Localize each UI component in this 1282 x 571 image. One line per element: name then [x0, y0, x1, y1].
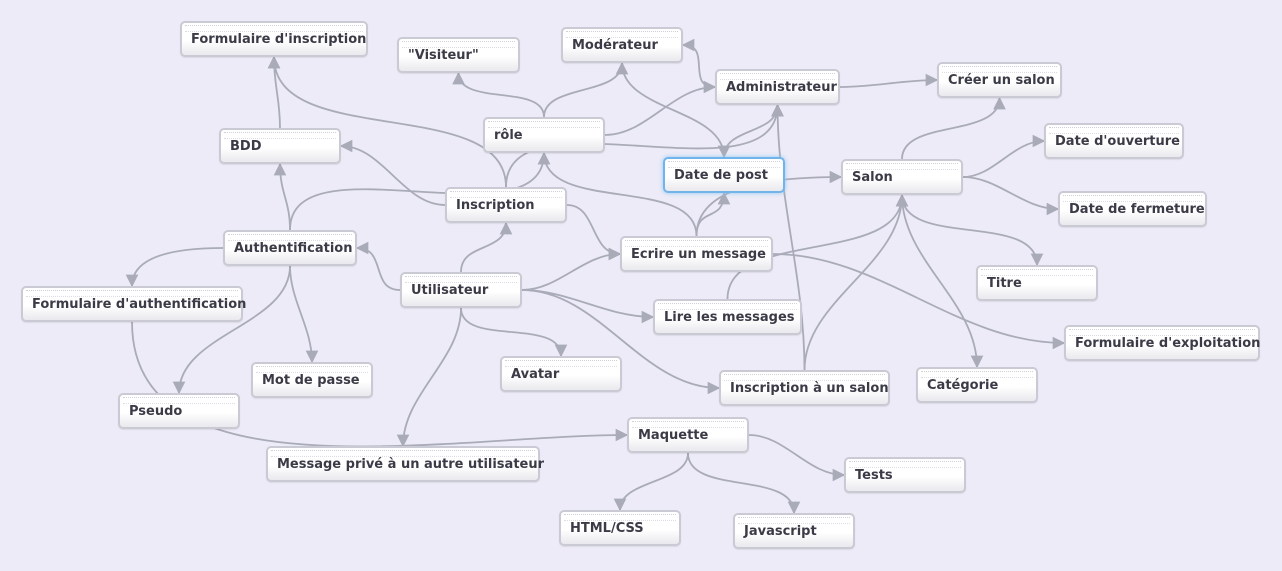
node-label: Javascript — [744, 523, 817, 539]
node-form-inscription[interactable]: Formulaire d'inscription — [180, 21, 368, 57]
node-date-ouverture[interactable]: Date d'ouverture — [1044, 123, 1184, 159]
node-titre[interactable]: Titre — [976, 265, 1098, 301]
node-label: Inscription à un salon — [730, 380, 889, 396]
node-label: Créer un salon — [948, 72, 1055, 88]
node-label: Lire les messages — [664, 309, 795, 325]
edge-salon-to-date-ouverture — [962, 134, 1046, 178]
edge-salon-to-creer-salon — [901, 96, 1006, 160]
edge-inscription-salon-to-administrateur — [771, 103, 806, 371]
edge-role-to-visiteur — [452, 71, 545, 118]
node-label: Utilisateur — [411, 282, 489, 298]
node-tests[interactable]: Tests — [844, 457, 966, 493]
node-categorie[interactable]: Catégorie — [916, 367, 1038, 403]
node-lire-messages[interactable]: Lire les messages — [653, 299, 802, 335]
node-utilisateur[interactable]: Utilisateur — [400, 272, 522, 308]
node-label: HTML/CSS — [570, 520, 644, 536]
edge-moderateur-to-date-post — [621, 62, 731, 159]
node-label: Formulaire d'exploitation — [1075, 335, 1261, 351]
node-role[interactable]: rôle — [483, 117, 605, 153]
node-label: Tests — [855, 467, 893, 483]
node-label: Administrateur — [726, 79, 837, 95]
node-label: Titre — [987, 275, 1022, 291]
node-label: Date de post — [674, 167, 768, 183]
edge-date-post-to-administrateur — [723, 103, 784, 158]
edge-inscription-to-ecrire-message — [566, 204, 622, 261]
node-label: Authentification — [234, 240, 353, 256]
edge-inscription-to-form-inscription — [267, 55, 507, 188]
node-salon[interactable]: Salon — [841, 159, 963, 195]
edge-ecrire-message-to-role — [537, 151, 698, 237]
node-bdd[interactable]: BDD — [219, 128, 341, 164]
node-label: Formulaire d'inscription — [191, 31, 367, 47]
node-javascript[interactable]: Javascript — [733, 513, 855, 549]
edge-ecrire-message-to-form-exploitation — [772, 253, 1066, 350]
node-label: "Visiteur" — [408, 47, 479, 63]
edge-maquette-to-tests — [748, 434, 846, 482]
node-inscription-salon[interactable]: Inscription à un salon — [719, 370, 890, 406]
edge-inscription-salon-to-salon — [803, 193, 909, 371]
edge-authentification-to-pseudo — [172, 265, 291, 395]
edge-utilisateur-to-inscription-salon — [521, 289, 721, 395]
edge-salon-to-date-fermeture — [962, 176, 1060, 216]
edge-authentification-to-form-authentification — [125, 247, 224, 288]
node-form-authentification[interactable]: Formulaire d'authentification — [21, 286, 247, 322]
edge-utilisateur-to-message-prive — [396, 307, 462, 448]
node-visiteur[interactable]: "Visiteur" — [397, 37, 520, 73]
edge-authentification-to-role — [289, 151, 551, 231]
edge-utilisateur-to-authentification — [355, 241, 401, 291]
edge-role-to-moderateur — [543, 61, 629, 118]
edge-salon-to-titre — [901, 194, 1044, 267]
node-label: Date d'ouverture — [1055, 133, 1180, 149]
node-label: Maquette — [638, 427, 709, 443]
node-label: BDD — [230, 138, 262, 154]
node-inscription[interactable]: Inscription — [445, 187, 567, 223]
edge-utilisateur-to-inscription — [460, 221, 513, 273]
node-creer-salon[interactable]: Créer un salon — [937, 62, 1062, 98]
node-label: Avatar — [511, 366, 560, 382]
edge-ecrire-message-to-date-post — [695, 191, 731, 237]
node-label: Pseudo — [129, 403, 183, 419]
node-label: Message privé à un autre utilisateur — [277, 456, 545, 472]
edge-lire-messages-to-salon — [726, 193, 909, 300]
edge-inscription-to-administrateur — [505, 103, 784, 188]
node-label: Ecrire un message — [631, 246, 766, 262]
edge-authentification-to-mot-de-passe — [289, 265, 319, 364]
edge-salon-to-categorie — [901, 194, 984, 369]
edge-role-to-administrateur — [604, 80, 717, 136]
node-message-prive[interactable]: Message privé à un autre utilisateur — [266, 446, 544, 482]
node-date-fermeture[interactable]: Date de fermeture — [1058, 191, 1207, 227]
node-date-post[interactable]: Date de post — [663, 157, 785, 193]
node-html-css[interactable]: HTML/CSS — [559, 510, 681, 546]
node-form-exploitation[interactable]: Formulaire d'exploitation — [1064, 325, 1260, 361]
edge-maquette-to-javascript — [687, 452, 801, 515]
node-label: Mot de passe — [262, 372, 360, 388]
node-label: Modérateur — [572, 37, 658, 53]
node-administrateur[interactable]: Administrateur — [715, 69, 840, 105]
node-mot-de-passe[interactable]: Mot de passe — [251, 362, 373, 398]
node-avatar[interactable]: Avatar — [500, 356, 622, 392]
node-maquette[interactable]: Maquette — [627, 417, 749, 453]
node-label: Formulaire d'authentification — [32, 296, 247, 312]
edge-inscription-to-bdd — [339, 139, 446, 206]
node-ecrire-message[interactable]: Ecrire un message — [620, 236, 773, 272]
node-label: Inscription — [456, 197, 535, 213]
edge-authentification-to-bdd — [273, 162, 291, 231]
edge-administrateur-to-moderateur — [681, 38, 716, 88]
node-authentification[interactable]: Authentification — [223, 230, 357, 266]
node-moderateur[interactable]: Modérateur — [561, 27, 683, 63]
edge-utilisateur-to-ecrire-message — [521, 247, 622, 291]
node-label: rôle — [494, 127, 523, 143]
edge-utilisateur-to-avatar — [460, 307, 568, 358]
node-label: Catégorie — [927, 377, 999, 393]
node-pseudo[interactable]: Pseudo — [118, 393, 240, 429]
node-label: Salon — [852, 169, 893, 185]
node-label: Date de fermeture — [1069, 201, 1205, 217]
edge-maquette-to-html-css — [613, 452, 689, 512]
edge-administrateur-to-creer-salon — [839, 73, 939, 88]
edge-form-authentification-to-maquette — [131, 321, 629, 448]
edge-bdd-to-form-inscription — [267, 55, 281, 129]
